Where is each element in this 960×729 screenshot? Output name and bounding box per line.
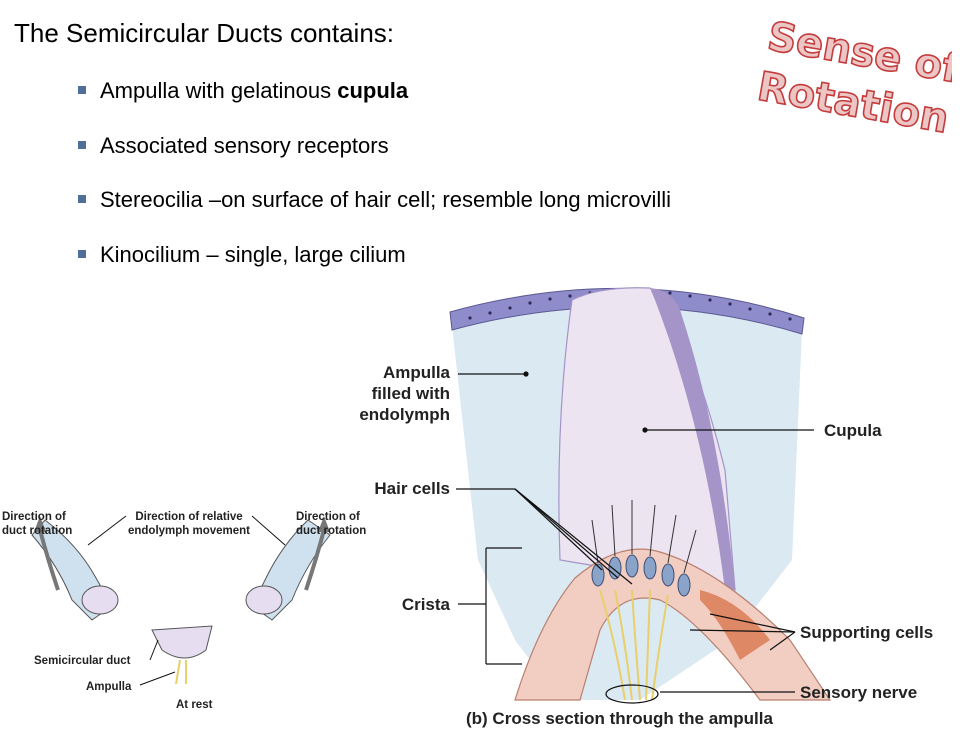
epithelium-layer [449, 287, 805, 335]
ampulla-small-label: Ampulla [86, 681, 132, 693]
label-line: Direction of relative [135, 511, 243, 523]
hair-cells [591, 554, 691, 597]
bullet-item: Ampulla with gelatinous cupula [76, 78, 671, 133]
duct-center [151, 625, 213, 659]
ampulla-label: Ampulla filled with endolymph [330, 362, 450, 425]
ampulla-label-line: endolymph [359, 405, 450, 424]
small-pointer-lines [87, 515, 286, 686]
arrowhead-icon [318, 516, 330, 532]
semicircular-duct-label: Semicircular duct [34, 655, 131, 667]
bullet-item: Associated sensory receptors [76, 133, 671, 188]
crista-label: Crista [401, 595, 450, 614]
ampulla-right [245, 585, 283, 615]
bullet-text: Stereocilia –on surface of hair cell; re… [100, 187, 672, 212]
supporting-cell-patch [700, 590, 770, 660]
sense-of-rotation-stamp: Sense of Rotation [753, 16, 952, 143]
label-line: endolymph movement [127, 525, 251, 537]
bullet-item: Kinocilium – single, large cilium [76, 242, 671, 297]
square-bullet-icon [78, 195, 86, 203]
bullet-text: Ampulla with gelatinous [100, 78, 338, 103]
duct-rotation-label-right: Direction of duct rotation [296, 510, 366, 538]
hair-cells-label: Hair cells [374, 479, 450, 498]
square-bullet-icon [78, 140, 86, 149]
bullet-list: Ampulla with gelatinous cupula Associate… [76, 78, 671, 296]
rotation-diagrams [31, 515, 331, 686]
square-bullet-icon [78, 249, 86, 258]
duct-rotation-label-left: Direction of duct rotation [2, 510, 72, 538]
sensory-nerve-fibers [599, 589, 669, 701]
arrowhead-icon [34, 516, 46, 532]
square-bullet-icon [78, 86, 86, 94]
ampulla-label-line: filled with [371, 384, 450, 403]
at-rest-label: At rest [176, 699, 213, 711]
cupula-edge [650, 288, 735, 590]
bullet-text: Kinocilium – single, large cilium [100, 241, 406, 267]
ampulla-left [81, 585, 119, 615]
endolymph-movement-label: Direction of relative endolymph movement [126, 510, 252, 538]
label-line: duct rotation [2, 525, 73, 537]
nerve-center [175, 659, 187, 685]
rotation-arrow-right [304, 529, 326, 591]
label-line: duct rotation [296, 525, 367, 537]
rotation-arrow-left [38, 529, 60, 591]
supporting-cells-label: Supporting cells [800, 623, 934, 642]
ampulla-label-line: Ampulla [382, 363, 450, 382]
bullet-bold-term: cupula [337, 78, 409, 103]
figure-caption: (b) Cross section through the ampulla [466, 709, 773, 728]
cupula-label: Cupula [824, 421, 882, 440]
slide-heading: The Semicircular Ducts contains: [14, 18, 395, 48]
crista-mound [514, 548, 832, 701]
bullet-text: Associated sensory receptors [100, 132, 389, 158]
bullet-item: Stereocilia –on surface of hair cell; re… [76, 187, 671, 242]
sensory-nerve-label: Sensory nerve [800, 683, 918, 702]
label-line: Direction of [296, 511, 360, 523]
label-pointer-lines [456, 371, 814, 693]
label-line: Direction of [2, 511, 66, 523]
sensory-nerve-ring [605, 684, 659, 704]
